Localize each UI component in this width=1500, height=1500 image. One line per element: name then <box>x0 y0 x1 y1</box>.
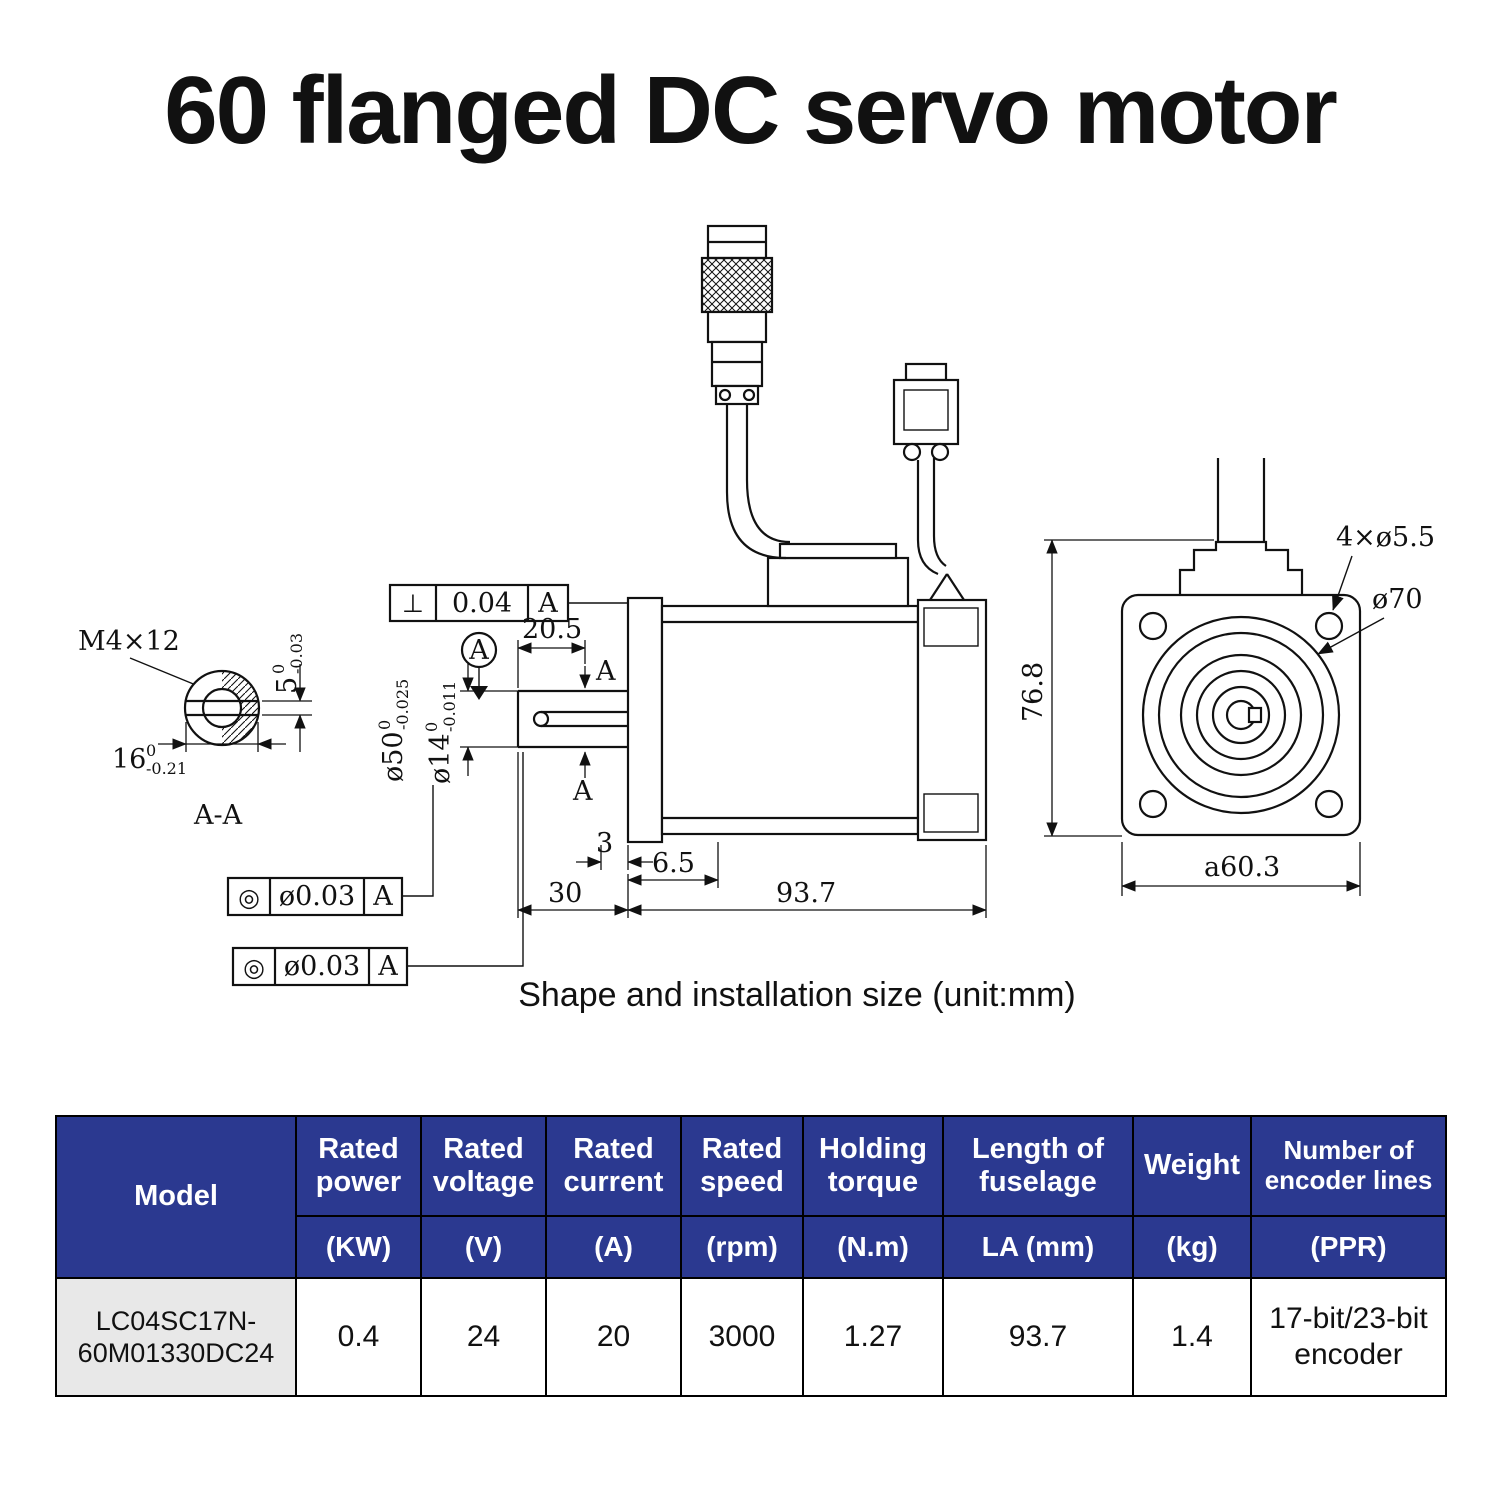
col-header-model: Model <box>55 1115 297 1279</box>
cell-holding-torque: 1.27 <box>802 1277 944 1397</box>
motor-side-view <box>516 542 988 844</box>
body-length-dim: 93.7 <box>776 878 836 909</box>
perpendicularity-tolerance: 0.04 <box>452 588 512 619</box>
cell-weight: 1.4 <box>1132 1277 1252 1397</box>
mount-hole <box>1138 611 1168 641</box>
col-header-holding-torque: Holding torque <box>802 1115 944 1217</box>
mount-hole <box>1138 789 1168 819</box>
gdt-perpendicularity-frame: ⊥ 0.04 A <box>388 583 628 623</box>
concentricity-datum: A <box>372 881 393 912</box>
shaft-dia-tol-upper: 0 <box>422 722 441 732</box>
col-header-rated-voltage: Rated voltage <box>420 1115 547 1217</box>
concentricity-tolerance: ø0.03 <box>279 881 355 912</box>
mount-hole <box>1314 611 1344 641</box>
flange-width-dim: a60.3 <box>1204 852 1280 883</box>
section-view-aa: M4×12 5 0 -0.03 16 <box>78 626 312 831</box>
encoder-cable <box>916 539 939 576</box>
width-dim: 16 0 -0.21 <box>112 741 187 778</box>
knurled-ring <box>700 256 774 314</box>
section-hatch <box>222 671 259 745</box>
page-title: 60 flanged DC servo motor <box>164 57 1338 164</box>
spec-table: Model Rated power Rated voltage Rated cu… <box>55 1115 1447 1397</box>
cell-model: LC04SC17N-60M01330DC24 <box>55 1277 297 1397</box>
col-unit-rated-speed: (rpm) <box>680 1215 804 1279</box>
pilot-dia-dim: ø50 0 -0.025 <box>375 679 412 782</box>
boss-dia-dim: ø70 <box>1372 584 1423 615</box>
width-dim-tol-lower: -0.21 <box>146 759 187 778</box>
shaft-dia-value: ø14 <box>425 733 456 784</box>
datum-triangle <box>470 686 488 700</box>
col-header-weight: Weight <box>1132 1115 1252 1217</box>
cell-rated-power: 0.4 <box>295 1277 422 1397</box>
perpendicularity-symbol: ⊥ <box>402 589 424 618</box>
pilot-dia-tol-upper: 0 <box>375 720 394 730</box>
section-name-label: A-A <box>193 800 243 831</box>
power-cable <box>725 404 787 560</box>
gdt-concentricity-frame-1: ◎ ø0.03 A <box>226 785 434 917</box>
width-dim-value: 16 <box>112 744 146 775</box>
thread-label: M4×12 <box>78 626 180 657</box>
col-unit-holding-torque: (N.m) <box>802 1215 944 1279</box>
cell-rated-voltage: 24 <box>420 1277 547 1397</box>
cell-fuselage-length: 93.7 <box>942 1277 1134 1397</box>
depth-dim: 5 0 -0.03 <box>269 633 306 694</box>
height-dim: 76.8 <box>1018 662 1049 722</box>
keyway <box>1247 706 1263 724</box>
mount-hole <box>1314 789 1344 819</box>
cell-rated-current: 20 <box>545 1277 682 1397</box>
aviation-connector <box>700 224 791 560</box>
section-mark-bottom: A <box>572 776 593 807</box>
concentricity-datum: A <box>377 951 398 982</box>
section-mark-top: A <box>595 656 616 687</box>
shaft-dia-tol-lower: -0.011 <box>440 681 459 732</box>
cell-rated-speed: 3000 <box>680 1277 804 1397</box>
shaft-length-dim: 30 <box>548 878 582 909</box>
concentricity-tolerance: ø0.03 <box>284 951 360 982</box>
perpendicularity-datum: A <box>537 588 558 619</box>
col-unit-encoder-lines: (PPR) <box>1250 1215 1447 1279</box>
col-unit-rated-current: (A) <box>545 1215 682 1279</box>
col-header-rated-speed: Rated speed <box>680 1115 804 1217</box>
col-header-rated-power: Rated power <box>295 1115 422 1217</box>
key-offset-dim: 6.5 <box>652 848 695 879</box>
height-dim-value: 76.8 <box>1018 662 1049 722</box>
front-view-dimensions: 76.8 4×ø5.5 ø70 a60.3 <box>1018 522 1435 896</box>
width-dim-tol-upper: 0 <box>146 741 156 760</box>
col-header-fuselage-length: Length of fuselage <box>942 1115 1134 1217</box>
depth-dim-tol-upper: 0 <box>269 664 288 674</box>
motor-front-view <box>1120 458 1362 837</box>
mount-holes-dim: 4×ø5.5 <box>1336 522 1435 553</box>
col-header-rated-current: Rated current <box>545 1115 682 1217</box>
concentricity-symbol: ◎ <box>238 883 260 912</box>
depth-dim-value: 5 <box>272 677 303 694</box>
datum-letter: A <box>468 635 489 666</box>
step-dim: 3 <box>596 828 613 859</box>
cell-encoder-lines: 17-bit/23-bit encoder <box>1250 1277 1447 1397</box>
side-view-dimensions: 20.5 A A ø50 0 -0.025 ø14 0 -0.011 <box>375 614 987 918</box>
datum-a-flag: A <box>460 631 498 700</box>
gdt-concentricity-frame-2: ◎ ø0.03 A <box>231 752 524 987</box>
shaft-dia-dim: ø14 0 -0.011 <box>422 681 459 784</box>
concentricity-symbol: ◎ <box>243 953 265 982</box>
key-length-dim: 20.5 <box>522 614 582 645</box>
col-unit-rated-power: (KW) <box>295 1215 422 1279</box>
pilot-dia-tol-lower: -0.025 <box>393 679 412 730</box>
pilot-dia-value: ø50 <box>378 731 409 782</box>
db9-connector <box>892 362 960 576</box>
depth-dim-tol-lower: -0.03 <box>287 633 306 674</box>
drawing-caption: Shape and installation size (unit:mm) <box>518 976 1076 1014</box>
col-unit-weight: (kg) <box>1132 1215 1252 1279</box>
col-header-encoder-lines: Number of encoder lines <box>1250 1115 1447 1217</box>
col-unit-rated-voltage: (V) <box>420 1215 547 1279</box>
table-row: LC04SC17N-60M01330DC24 0.4 24 20 3000 1.… <box>55 1277 1447 1397</box>
col-unit-fuselage-length: LA (mm) <box>942 1215 1134 1279</box>
